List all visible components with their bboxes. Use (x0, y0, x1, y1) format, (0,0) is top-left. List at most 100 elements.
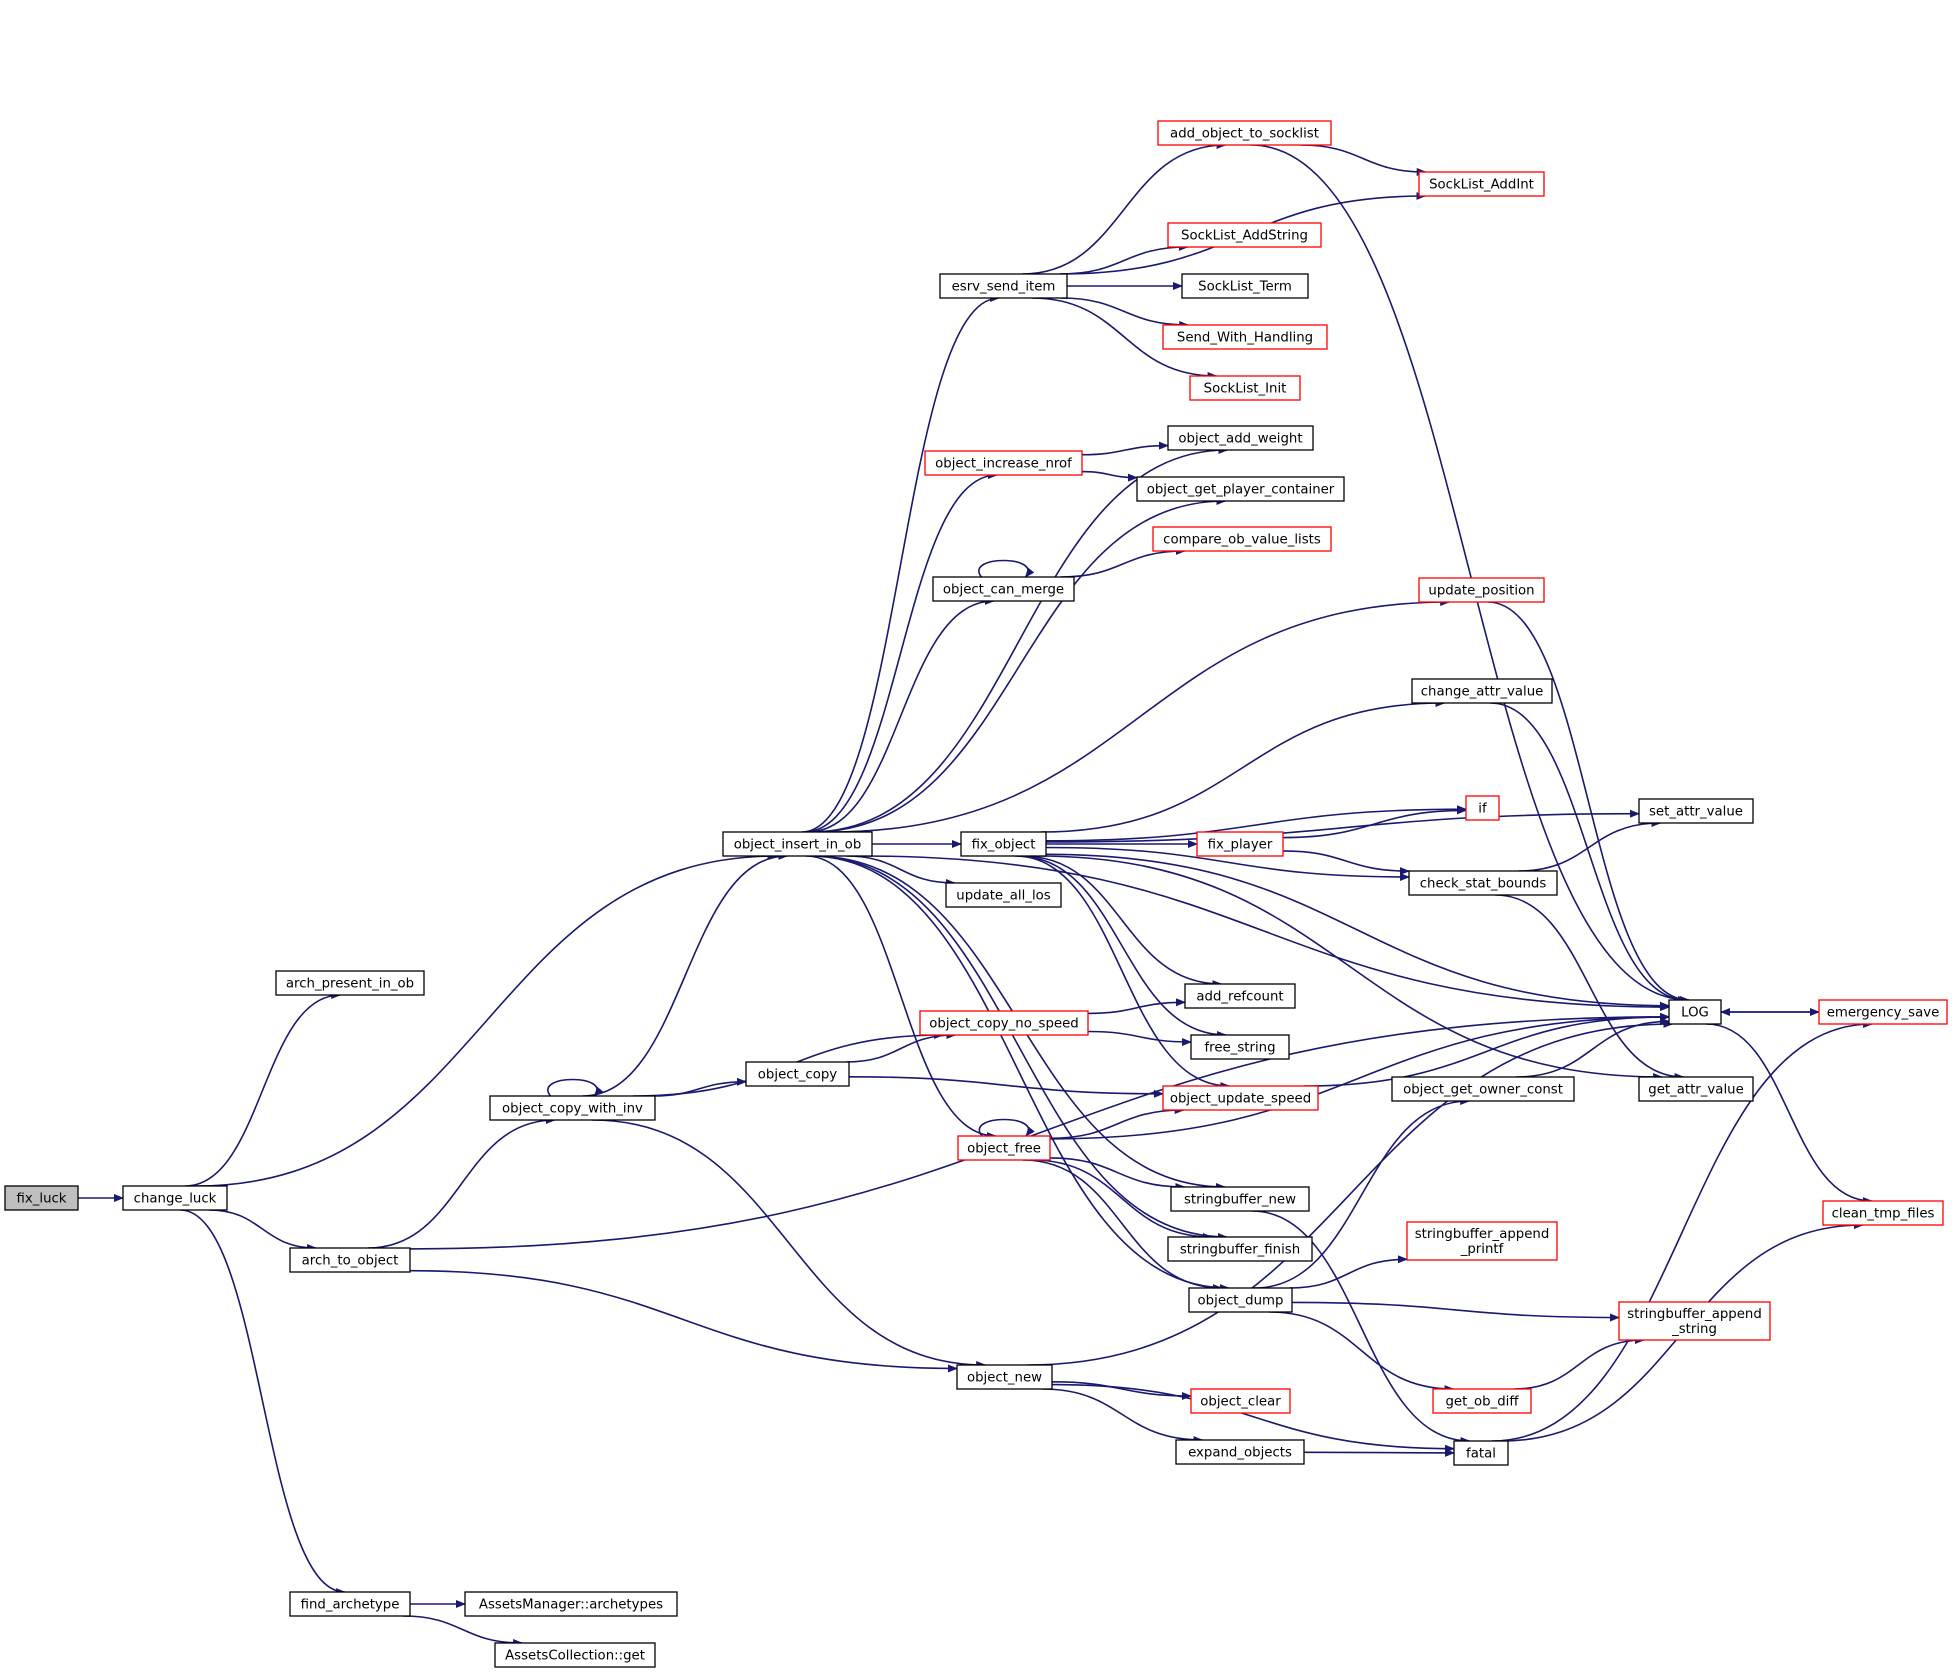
node-label: object_insert_in_ob (734, 838, 862, 853)
node-object-insert-in-ob[interactable]: object_insert_in_ob (722, 831, 873, 857)
node-update-position[interactable]: update_position (1418, 577, 1545, 603)
edge-object-copy-with-inv-to-object-copy-with-inv (547, 1078, 604, 1097)
node-send-with-handling[interactable]: Send_With_Handling (1162, 324, 1328, 350)
node-add-object-to-socklist[interactable]: add_object_to_socklist (1157, 120, 1332, 146)
edge-object-insert-in-ob-to-object-get-player-container (812, 497, 1227, 833)
node-stringbuffer-finish[interactable]: stringbuffer_finish (1167, 1236, 1313, 1262)
node-change-attr-value[interactable]: change_attr_value (1411, 678, 1553, 704)
node-box (957, 1135, 1051, 1161)
node-label: object_clear (1200, 1395, 1281, 1410)
edge-fix-player-to-check-stat-bounds (1282, 850, 1410, 876)
node-box (1638, 798, 1754, 824)
edge-fix-object-to-get-attr-value (1037, 855, 1664, 1081)
node-box (1822, 1200, 1944, 1226)
node-object-free[interactable]: object_free (957, 1135, 1051, 1161)
node-compare-ob-value-lists[interactable]: compare_ob_value_lists (1152, 526, 1332, 552)
edge-change-attr-value-to-log (1489, 702, 1688, 1004)
node-fix-object[interactable]: fix_object (960, 831, 1047, 857)
node-socklist-init[interactable]: SockList_Init (1189, 375, 1301, 401)
node-check-stat-bounds[interactable]: check_stat_bounds (1408, 870, 1558, 896)
node-label: object_copy_no_speed (929, 1017, 1078, 1032)
edge-fatal-to-emergency-save (1491, 1020, 1874, 1442)
node-label: AssetsCollection::get (505, 1649, 645, 1664)
edge-object-insert-in-ob-to-object-can-merge (807, 597, 995, 833)
node-fatal[interactable]: fatal (1453, 1440, 1509, 1466)
node-label: fatal (1466, 1447, 1496, 1462)
node-object-increase-nrof[interactable]: object_increase_nrof (924, 450, 1083, 476)
node-socklist-addint[interactable]: SockList_AddInt (1418, 171, 1545, 197)
edge-object-free-to-object-update-speed (1049, 1106, 1185, 1140)
node-label: object_get_owner_const (1403, 1083, 1563, 1098)
node-get-ob-diff[interactable]: get_ob_diff (1432, 1388, 1532, 1414)
node-stringbuffer-new[interactable]: stringbuffer_new (1170, 1186, 1310, 1212)
node-stringbuffer-append-string[interactable]: stringbuffer_append_string (1618, 1301, 1771, 1341)
node-label: fix_player (1208, 838, 1273, 853)
edge-fix-object-to-free-string (1017, 855, 1227, 1039)
node-esrv-send-item[interactable]: esrv_send_item (939, 273, 1068, 299)
edge-esrv-send-item-to-send-with-handling (1060, 297, 1190, 329)
node-stringbuffer-append-printf[interactable]: stringbuffer_append_printf (1406, 1221, 1558, 1261)
node-add-refcount[interactable]: add_refcount (1184, 983, 1296, 1009)
node-emergency-save[interactable]: emergency_save (1818, 999, 1948, 1025)
node-find-archetype[interactable]: find_archetype (289, 1591, 411, 1617)
node-log[interactable]: LOG (1668, 999, 1722, 1025)
node-label: fix_luck (16, 1192, 66, 1207)
node-socklist-term[interactable]: SockList_Term (1181, 273, 1309, 299)
edge-object-insert-in-ob-to-object-add-weight (810, 446, 1229, 833)
node-box (932, 576, 1075, 602)
node-label: SockList_Term (1198, 280, 1292, 295)
node-object-copy-no-speed[interactable]: object_copy_no_speed (919, 1010, 1089, 1036)
node-fix-player[interactable]: fix_player (1196, 831, 1284, 857)
edge-fix-object-to-add-refcount (1022, 855, 1223, 988)
node-label: update_all_los (956, 889, 1051, 904)
node-set-attr-value[interactable]: set_attr_value (1638, 798, 1754, 824)
node-label: emergency_save (1827, 1006, 1940, 1021)
node-box (745, 1061, 850, 1087)
node-object-can-merge[interactable]: object_can_merge (932, 576, 1075, 602)
node-socklist-addstring[interactable]: SockList_AddString (1167, 222, 1322, 248)
node-label: object_can_merge (943, 583, 1064, 598)
edge-object-copy-with-inv-to-object-insert-in-ob (582, 852, 789, 1097)
node-label: object_dump (1198, 1294, 1284, 1309)
edge-fix-object-to-set-attr-value (1045, 809, 1640, 843)
edge-object-can-merge-to-compare-ob-value-lists (1060, 547, 1186, 578)
node-label: stringbuffer_append (1415, 1227, 1550, 1242)
node-object-clear[interactable]: object_clear (1190, 1388, 1291, 1414)
node-label: stringbuffer_finish (1180, 1243, 1300, 1258)
node-update-all-los[interactable]: update_all_los (945, 882, 1062, 908)
node-get-attr-value[interactable]: get_attr_value (1638, 1076, 1754, 1102)
node-label: fix_object (972, 838, 1036, 853)
node-box (1136, 476, 1345, 502)
node-change-luck[interactable]: change_luck (122, 1185, 228, 1211)
node-label: compare_ob_value_lists (1163, 533, 1321, 548)
node-box (494, 1642, 656, 1668)
node-box (1157, 120, 1332, 146)
edge-object-insert-in-ob-to-update-position (829, 598, 1451, 833)
node-expand-objects[interactable]: expand_objects (1175, 1439, 1305, 1465)
node-label: SockList_AddString (1181, 229, 1308, 244)
node-assetsmanager-archetypes[interactable]: AssetsManager::archetypes (464, 1591, 678, 1617)
node-label: object_get_player_container (1147, 483, 1335, 498)
node-arch-to-object[interactable]: arch_to_object (289, 1247, 411, 1273)
node-object-update-speed[interactable]: object_update_speed (1162, 1085, 1319, 1111)
node-object-get-player-container[interactable]: object_get_player_container (1136, 476, 1345, 502)
edge-arch-to-object-to-object-copy-with-inv (367, 1116, 556, 1249)
edge-arch-to-object-to-log (409, 1012, 1670, 1250)
node-object-add-weight[interactable]: object_add_weight (1167, 425, 1314, 451)
node-object-get-owner-const[interactable]: object_get_owner_const (1391, 1076, 1575, 1102)
edge-object-new-to-object-clear (1051, 1381, 1192, 1400)
node-assetscollection-get[interactable]: AssetsCollection::get (494, 1642, 656, 1668)
node-object-copy[interactable]: object_copy (745, 1061, 850, 1087)
edge-object-free-to-object-free (978, 1118, 1035, 1137)
node-arch-present-in-ob[interactable]: arch_present_in_ob (275, 970, 425, 996)
node-box (1432, 1388, 1532, 1414)
node-object-dump[interactable]: object_dump (1188, 1287, 1293, 1313)
node-free-string[interactable]: free_string (1190, 1034, 1290, 1060)
node-if[interactable]: if (1465, 795, 1500, 821)
node-object-copy-with-inv[interactable]: object_copy_with_inv (489, 1095, 656, 1121)
node-fix-luck[interactable]: fix_luck (4, 1185, 79, 1211)
node-box (289, 1591, 411, 1617)
node-clean-tmp-files[interactable]: clean_tmp_files (1822, 1200, 1944, 1226)
node-object-new[interactable]: object_new (956, 1364, 1053, 1390)
node-label: stringbuffer_append (1627, 1307, 1762, 1322)
